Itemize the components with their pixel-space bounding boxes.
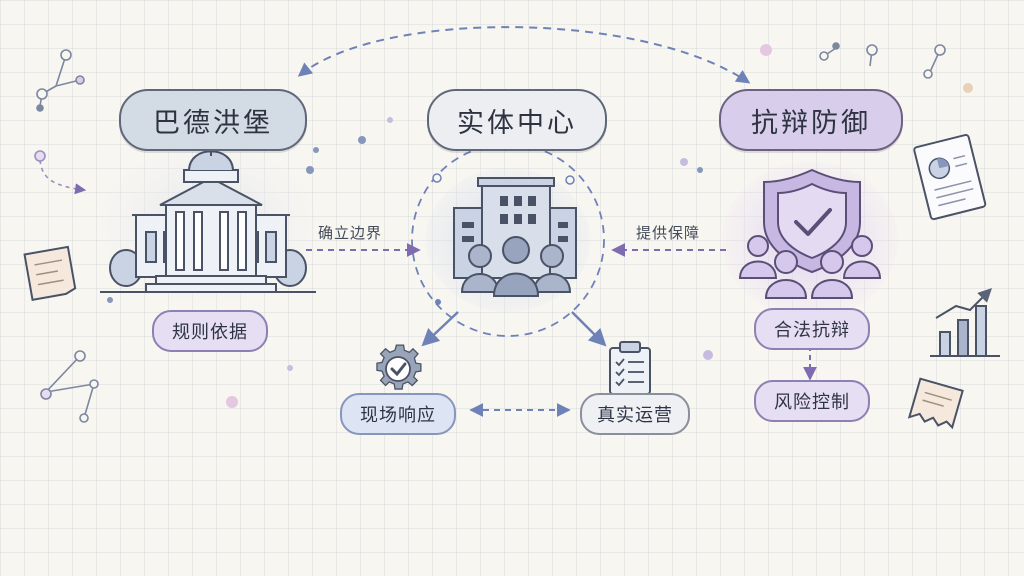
office-team-icon (453, 177, 577, 297)
tag-bottom-right: 真实运营 (580, 393, 690, 435)
receipt-icon (23, 245, 77, 301)
node-title-left: 巴德洪堡 (119, 89, 307, 151)
center-to-bottom-right-arrow (571, 311, 607, 347)
node-title-right: 抗辩防御 (719, 89, 903, 151)
center-to-bottom-left-arrow (421, 311, 459, 347)
tag-bottom-left: 现场响应 (340, 393, 456, 435)
shield-check-icon (738, 168, 882, 299)
tag-right-bottom: 风险控制 (754, 380, 870, 422)
node-title-center: 实体中心 (427, 89, 607, 151)
clipboard-checklist-icon (609, 341, 651, 395)
edge-label-left: 确立边界 (318, 224, 383, 242)
gear-check-icon (376, 344, 422, 390)
tag-left: 规则依据 (152, 310, 268, 352)
tag-right-top: 合法抗辩 (754, 308, 870, 350)
network-doodle-icon (36, 49, 85, 112)
courthouse-icon (100, 148, 316, 293)
network-doodle-icon (40, 350, 99, 423)
top-arc-connector (297, 26, 751, 84)
receipt-icon (907, 377, 964, 430)
edge-label-right: 提供保障 (636, 224, 701, 242)
network-doodle-icon (819, 42, 946, 79)
document-icon (913, 133, 987, 221)
bar-chart-icon (930, 288, 1000, 357)
curved-arrow-doodle (34, 150, 87, 195)
